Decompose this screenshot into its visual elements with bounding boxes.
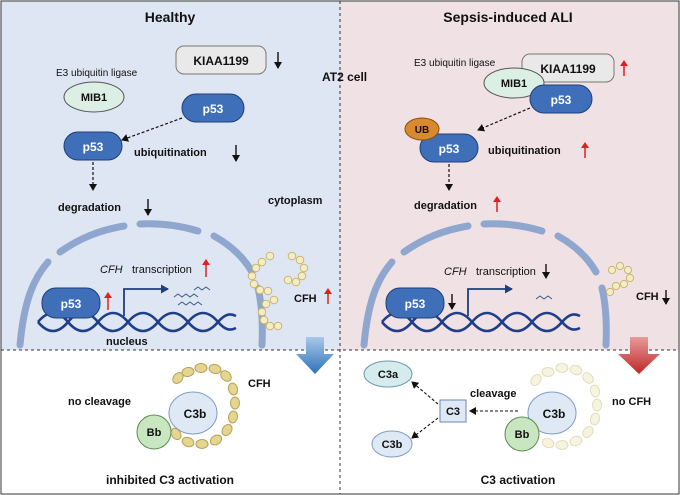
sepsis-faded-cfh-ring [530,363,602,450]
sepsis-ubiquitination-label: ubiquitination [488,145,561,157]
sepsis-c3b-label: C3b [543,407,566,421]
healthy-ubiquitination-label: ubiquitination [134,147,207,159]
healthy-cfh-italic: CFH [100,264,123,276]
at2-cell-label: AT2 cell [322,70,367,84]
sepsis-c3-to-c3b-arrow [411,417,439,439]
healthy-p53-nucleus-label: p53 [61,297,82,311]
sepsis-c3b-free-label: C3b [382,439,403,451]
sepsis-bb [504,416,540,452]
healthy-big-down-arrow [296,337,334,374]
sepsis-transcription-label: transcription [476,266,536,278]
healthy-kiaa1199-label: KIAA1199 [193,54,249,68]
sepsis-c3b [527,391,577,435]
sepsis-c3-box [439,399,467,423]
sepsis-bb-label: Bb [515,429,530,441]
healthy-nuclear-envelope [16,220,266,349]
sepsis-p53-nucleus-label: p53 [405,297,426,311]
sepsis-promoter-arrow [467,284,513,316]
sepsis-p53-nucleus [385,287,445,319]
healthy-e3-label: E3 ubiquitin ligase [56,68,138,79]
healthy-cfh-up-arrow-head [324,288,332,294]
sepsis-c3-to-c3a-arrow [411,381,439,405]
sepsis-p53-top-label: p53 [551,93,572,107]
healthy-p53-ubiq-label: p53 [83,140,104,154]
sepsis-big-down-arrow [618,337,660,374]
healthy-bb [136,414,172,450]
sepsis-kiaa-up-arrow-head [620,60,628,66]
healthy-p53-nucleus [41,287,101,319]
healthy-mrna [173,286,211,306]
sepsis-p53-ubiq [419,133,479,163]
sepsis-p53-top [529,84,593,114]
sepsis-mib1-label: MIB1 [501,78,527,90]
healthy-dna [37,311,237,333]
healthy-cfh-chains [247,251,309,331]
healthy-transcription-up-arrow-head [202,259,210,265]
healthy-c3b-label: C3b [184,407,207,421]
healthy-p53-top-label: p53 [203,102,224,116]
healthy-c3b [168,391,218,435]
healthy-mib1 [63,81,125,113]
healthy-transcription-label: transcription [132,264,192,276]
healthy-result-label: inhibited C3 activation [106,473,234,487]
healthy-p53-top [181,93,245,123]
healthy-no-cleavage-label: no cleavage [68,396,131,408]
sepsis-c3-label: C3 [446,406,460,418]
sepsis-dna [381,311,581,333]
healthy-cytoplasm-label: cytoplasm [268,195,323,207]
sepsis-ub-label: UB [415,125,429,136]
sepsis-cfh-protein-label: CFH [636,291,659,303]
healthy-cfh-complex-label: CFH [248,378,271,390]
healthy-title: Healthy [145,9,196,25]
healthy-degradation-label: degradation [58,202,121,214]
sepsis-cleavage-label: cleavage [470,388,516,400]
sepsis-c3b-free [371,430,413,458]
sepsis-cfh-chain [605,261,635,297]
sepsis-p53-ubiq-label: p53 [439,142,460,156]
healthy-p53-ubiq [63,131,123,161]
sepsis-cfh-italic: CFH [444,266,467,278]
healthy-kiaa1199-box [175,45,267,75]
sepsis-p53-to-ubiq-arrow [477,107,531,132]
healthy-promoter-arrow [123,284,169,316]
sepsis-no-cfh-label: no CFH [612,396,651,408]
healthy-cfh-ring [170,363,240,449]
sepsis-degradation-up-arrow-head [493,196,501,202]
healthy-cfh-protein-label: CFH [294,293,317,305]
sepsis-degradation-label: degradation [414,200,477,212]
sepsis-c3a [363,360,413,388]
sepsis-c3a-label: C3a [378,369,399,381]
sepsis-ubiq-up-arrow-head [581,142,589,148]
sepsis-mrna [535,295,553,300]
sepsis-nuclear-envelope [360,220,610,349]
sepsis-mib1 [483,67,545,99]
healthy-p53-to-ubiq-arrow [121,117,183,142]
sepsis-title: Sepsis-induced ALI [443,9,572,25]
sepsis-result-label: C3 activation [481,473,556,487]
healthy-bb-label: Bb [147,427,162,439]
healthy-mib1-label: MIB1 [81,92,107,104]
sepsis-ub [404,117,440,141]
sepsis-kiaa1199-label: KIAA1199 [540,62,596,76]
healthy-nucleus-label: nucleus [106,336,148,348]
sepsis-e3-label: E3 ubiquitin ligase [414,58,496,69]
healthy-p53-nucleus-up-arrow-head [104,292,112,298]
